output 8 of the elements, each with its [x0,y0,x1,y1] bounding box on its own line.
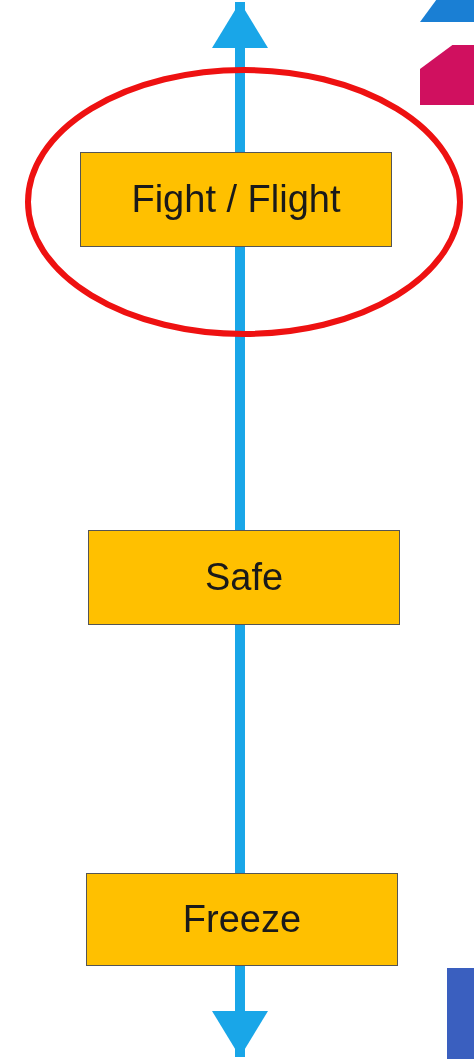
connector-line [235,625,245,873]
arrow [212,966,268,1057]
label-box: Freeze [86,873,398,966]
connector-line [235,247,245,530]
arrow [212,2,268,152]
label-box: Safe [88,530,400,625]
highlight-ellipse [25,67,463,337]
label-box: Fight / Flight [80,152,392,247]
